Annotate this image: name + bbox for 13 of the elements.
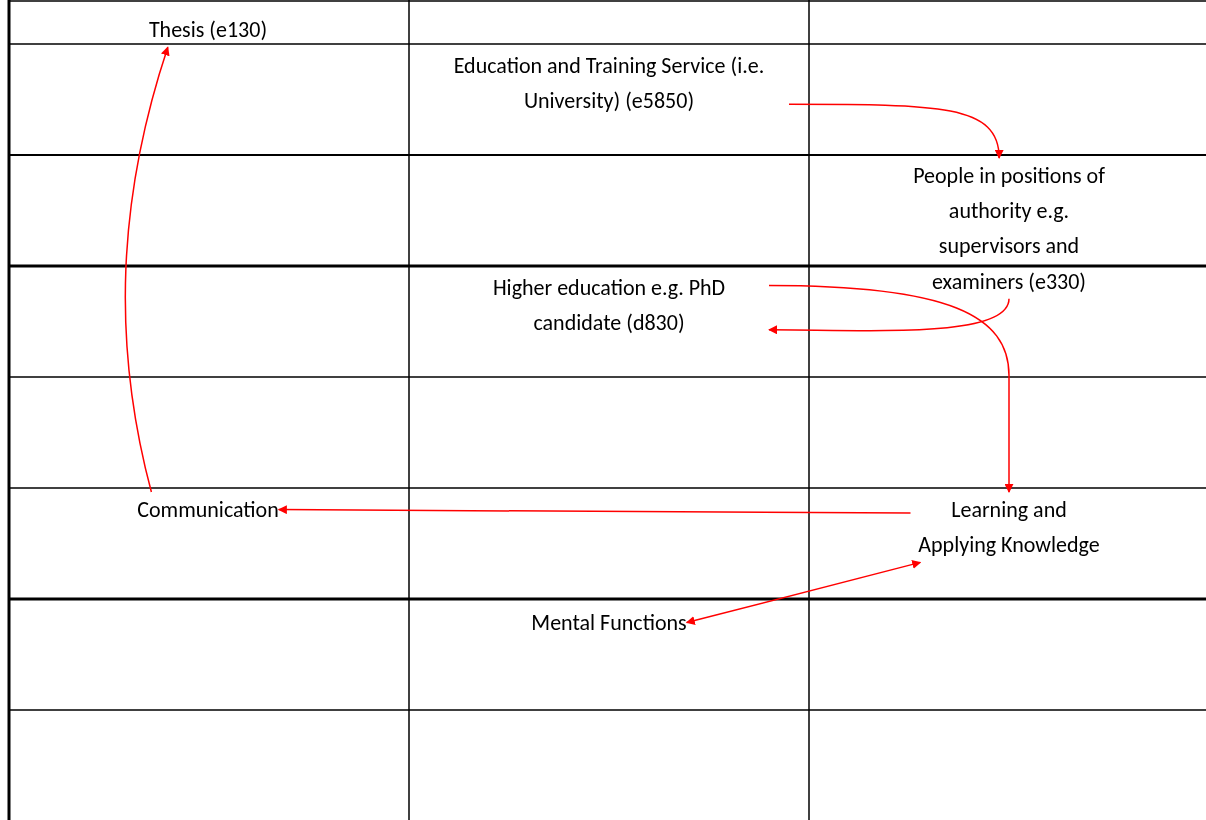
arrow bbox=[768, 284, 1014, 493]
node-label: Learning and Applying Knowledge bbox=[910, 492, 1108, 563]
node-label: Thesis (e130) bbox=[148, 12, 268, 48]
arrow bbox=[685, 560, 922, 625]
node-label: People in positions of authority e.g. supervisors and examiners (e330) bbox=[910, 158, 1108, 299]
node-label: Education and Training Service (i.e. University) (e5850) bbox=[429, 48, 789, 119]
node-label: Higher education e.g. PhD candidate (d830) bbox=[449, 270, 769, 341]
node-label: Communication bbox=[137, 492, 279, 528]
node-label: Mental Functions bbox=[531, 605, 687, 641]
arrow bbox=[768, 298, 1010, 335]
arrow bbox=[788, 103, 1003, 159]
arrow bbox=[124, 46, 170, 493]
arrow bbox=[277, 505, 912, 515]
